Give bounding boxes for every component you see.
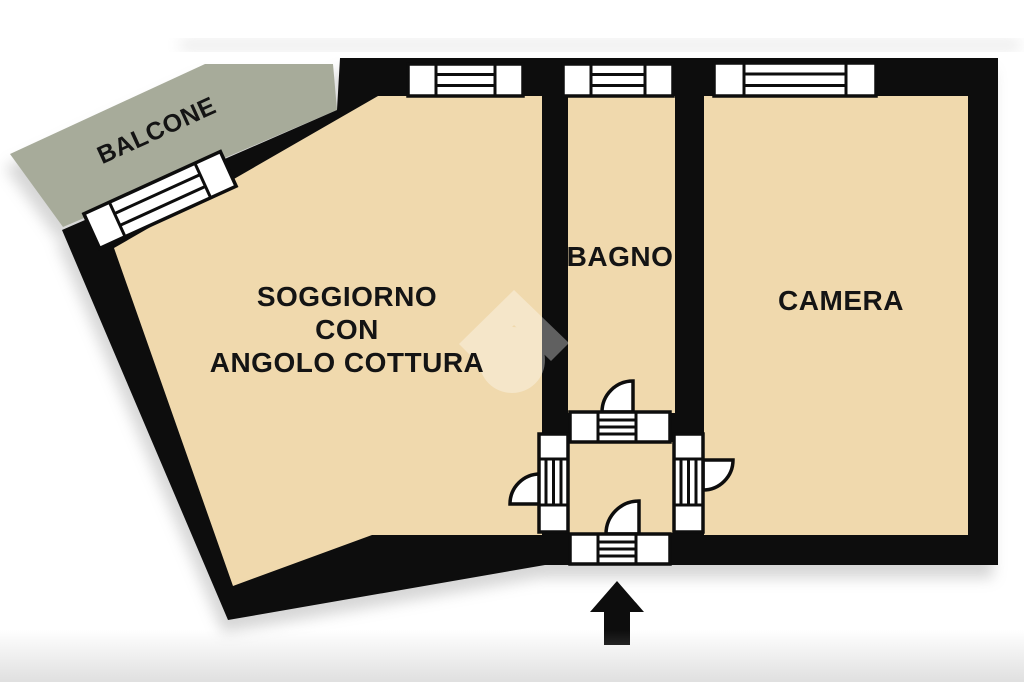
bagno-floor [568, 96, 675, 413]
soggiorno-door [508, 432, 570, 534]
balcony-window [81, 149, 239, 251]
bottom-edge-shading [0, 630, 1024, 682]
soggiorno-floor [114, 96, 542, 586]
label-soggiorno-line3: ANGOLO COTTURA [210, 347, 485, 378]
camera-floor [704, 96, 968, 535]
camera-window [712, 61, 878, 98]
balcone-floor [10, 64, 337, 227]
entrance-door [568, 499, 672, 566]
label-bagno: BAGNO [567, 241, 674, 272]
label-soggiorno-line1: SOGGIORNO [257, 281, 437, 312]
house-watermark-icon [459, 290, 569, 393]
camera-door [672, 432, 735, 534]
label-soggiorno-line2: CON [315, 314, 379, 345]
label-camera: CAMERA [778, 285, 904, 316]
entrance-arrow-icon [590, 581, 644, 645]
top-edge-shading [180, 40, 1020, 50]
bagno-door [568, 379, 672, 444]
bagno-window [561, 62, 675, 98]
soggiorno-window [406, 62, 525, 98]
